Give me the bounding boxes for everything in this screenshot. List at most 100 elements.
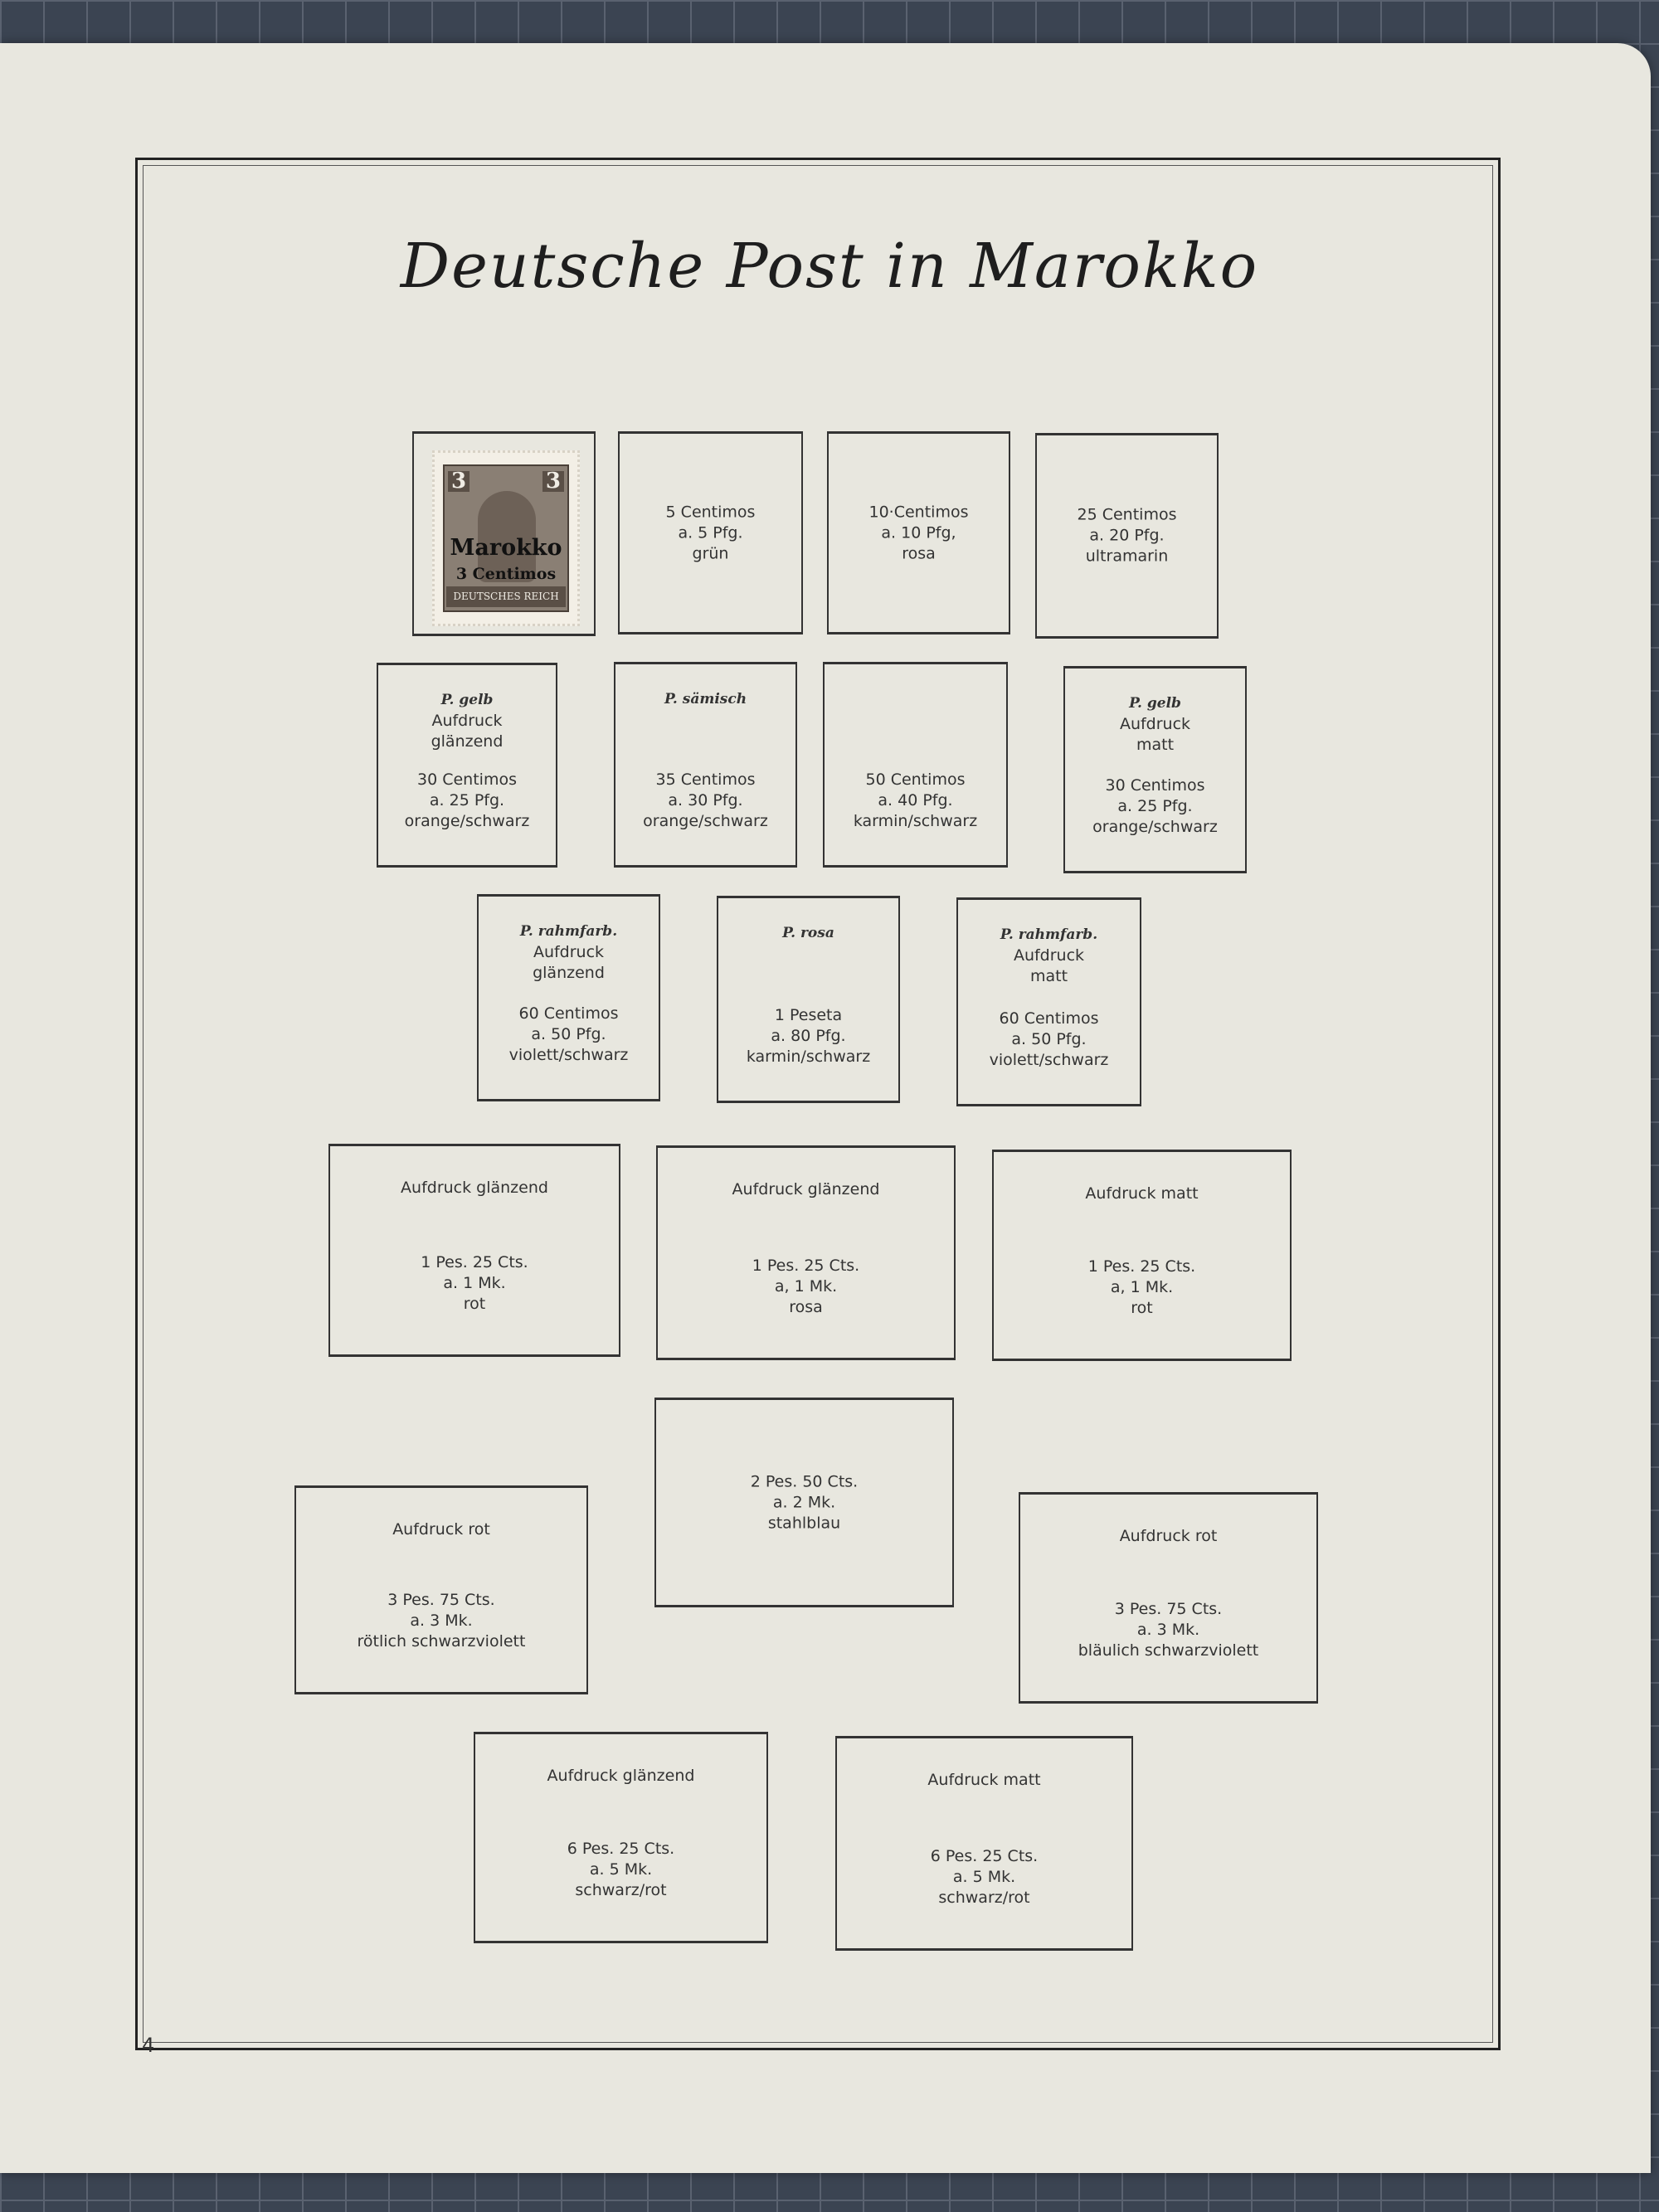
overprint-note: Aufdruck rot: [392, 1520, 490, 1539]
description-line: schwarz/rot: [575, 1881, 667, 1899]
overprint-note: glänzend: [533, 964, 605, 982]
description-line: orange/schwarz: [1092, 818, 1218, 836]
stamp-description: 10·Centimos a. 10 Pfg, rosa: [829, 502, 1009, 564]
description-line: 5 Centimos: [665, 503, 756, 521]
germania-portrait: [478, 491, 536, 582]
overprint-note: matt: [1029, 967, 1068, 985]
description-line: 1 Pes. 25 Cts.: [752, 1257, 860, 1275]
overprint-note: Aufdruck: [431, 712, 503, 730]
stamp-space: P. rahmfarb. Aufdruck matt 60 Centimos a. 50…: [956, 897, 1141, 1106]
description-line: rot: [1131, 1299, 1153, 1317]
stamp-value: 3: [542, 470, 564, 492]
description-line: a. 50 Pfg.: [531, 1025, 606, 1043]
description-line: 50 Centimos: [865, 771, 966, 789]
overprint-note: Aufdruck: [1013, 946, 1085, 965]
stamp-space: Aufdruck glänzend 1 Pes. 25 Cts.a, 1 Mk.r…: [656, 1145, 956, 1360]
space-header: P. rosa: [718, 923, 898, 944]
stamp-overprint: 3 Centimos: [455, 565, 557, 583]
stamp-space: Aufdruck rot 3 Pes. 75 Cts.a. 3 Mk.rötlic…: [294, 1485, 588, 1694]
stamp-space: P. rosa 1 Peseta a. 80 Pfg. karmin/schwarz: [717, 896, 900, 1103]
stamp-overprint: Marokko: [450, 535, 562, 561]
space-header: P. rahmfarb. Aufdruck glänzend: [479, 921, 659, 984]
page-number: 4: [142, 2034, 155, 2057]
overprint-note: Aufdruck rot: [1119, 1527, 1218, 1545]
stamp-space: Aufdruck glänzend 1 Pes. 25 Cts.a. 1 Mk.r…: [328, 1144, 620, 1357]
description-line: a. 50 Pfg.: [1011, 1030, 1087, 1048]
description-line: orange/schwarz: [643, 812, 768, 830]
stamp-value: 3: [448, 470, 470, 492]
description-line: ultramarin: [1085, 547, 1169, 566]
stamp-description: 6 Pes. 25 Cts.a. 5 Mk.schwarz/rot: [837, 1846, 1131, 1908]
description-line: rötlich schwarzviolett: [357, 1632, 526, 1650]
description-line: 10·Centimos: [868, 503, 969, 521]
page-title: Deutsche Post in Marokko: [400, 231, 1259, 302]
overprint-note: Aufdruck: [533, 943, 605, 961]
stamp-space: 10·Centimos a. 10 Pfg, rosa: [827, 431, 1010, 634]
description-line: 1 Peseta: [774, 1006, 843, 1024]
paper-note: P. rahmfarb.: [1000, 926, 1098, 943]
description-line: 60 Centimos: [999, 1009, 1099, 1028]
description-line: 3 Pes. 75 Cts.: [1114, 1600, 1223, 1618]
overprint-note: matt: [1136, 736, 1175, 754]
paper-note: P. sämisch: [664, 691, 747, 707]
description-line: karmin/schwarz: [746, 1048, 871, 1066]
description-line: a. 3 Mk.: [1136, 1621, 1200, 1639]
stamp-description: 3 Pes. 75 Cts. a. 3 Mk. bläulich schwarzvi…: [1020, 1599, 1316, 1661]
paper-note: P. gelb: [440, 692, 494, 708]
overprint-note: Aufdruck: [1119, 715, 1191, 733]
description-line: a, 1 Mk.: [1110, 1278, 1174, 1296]
description-line: orange/schwarz: [404, 812, 530, 830]
description-line: grün: [692, 544, 729, 562]
space-header: Aufdruck glänzend: [475, 1766, 766, 1787]
paper-note: P. rahmfarb.: [519, 923, 618, 940]
description-line: violett/schwarz: [989, 1051, 1109, 1069]
description-line: a. 5 Mk.: [952, 1868, 1016, 1886]
paper-note: P. rosa: [782, 925, 834, 941]
description-line: a. 10 Pfg,: [881, 523, 956, 542]
description-line: stahlblau: [767, 1514, 841, 1532]
stamp-description: 30 Centimos a. 25 Pfg. orange/schwarz: [1065, 775, 1245, 838]
paper-note: P. gelb: [1129, 695, 1181, 712]
stamp-space-mounted: 3 3 Marokko 3 Centimos DEUTSCHES REICH: [412, 431, 596, 636]
description-line: a. 80 Pfg.: [771, 1027, 846, 1045]
stamp-description: 1 Pes. 25 Cts.a, 1 Mk.rosa: [658, 1256, 954, 1318]
stamp-description: 1 Peseta a. 80 Pfg. karmin/schwarz: [718, 1005, 898, 1067]
space-header: Aufdruck glänzend: [330, 1178, 619, 1198]
description-line: 30 Centimos: [1105, 776, 1205, 795]
stamp-description: 1 Pes. 25 Cts. a, 1 Mk. rot: [994, 1257, 1290, 1319]
description-line: a. 25 Pfg.: [429, 791, 505, 809]
description-line: violett/schwarz: [508, 1046, 629, 1064]
description-line: bläulich schwarzviolett: [1078, 1641, 1259, 1660]
stamp-description: 1 Pes. 25 Cts.a. 1 Mk.rot: [330, 1252, 619, 1315]
overprint-note: Aufdruck glänzend: [732, 1180, 880, 1198]
description-line: 2 Pes. 50 Cts.: [750, 1472, 859, 1490]
page-border: [135, 158, 1501, 2050]
stamp-description: 3 Pes. 75 Cts.a. 3 Mk.rötlich schwarzvio…: [296, 1590, 586, 1652]
overprint-note: Aufdruck matt: [1085, 1184, 1199, 1203]
space-header: P. sämisch: [615, 689, 795, 710]
description-line: a. 2 Mk.: [772, 1493, 836, 1511]
stamp-country: DEUTSCHES REICH: [446, 586, 566, 607]
stamp-description: 60 Centimos a. 50 Pfg. violett/schwarz: [958, 1009, 1140, 1071]
overprint-note: Aufdruck matt: [927, 1771, 1041, 1789]
space-header: Aufdruck rot: [296, 1519, 586, 1540]
description-line: a. 25 Pfg.: [1117, 797, 1193, 815]
overprint-note: Aufdruck glänzend: [401, 1179, 548, 1197]
stamp-3-centimos: 3 3 Marokko 3 Centimos DEUTSCHES REICH: [432, 450, 580, 626]
description-line: 1 Pes. 25 Cts.: [1087, 1257, 1196, 1276]
description-line: 1 Pes. 25 Cts.: [421, 1253, 528, 1271]
stamp-space: Aufdruck matt 1 Pes. 25 Cts. a, 1 Mk. rot: [992, 1150, 1292, 1361]
description-line: rosa: [902, 544, 936, 562]
description-line: karmin/schwarz: [853, 812, 978, 830]
